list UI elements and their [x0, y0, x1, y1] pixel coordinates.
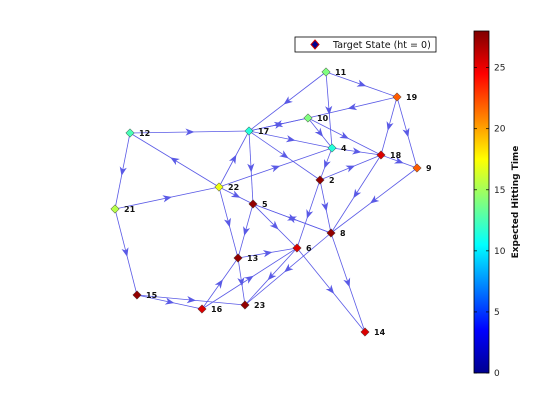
colorbar-tick-label-25: 25 — [494, 64, 505, 74]
node-label-11: 11 — [335, 68, 347, 77]
edge-arrow-22-17 — [228, 154, 237, 165]
node-label-18: 18 — [390, 151, 402, 160]
edge-arrow-6-23 — [267, 271, 277, 281]
colorbar: 0 5 10 15 20 25 Expected Hitting Time — [473, 30, 521, 379]
node-label-19: 19 — [406, 93, 418, 102]
node-13 — [233, 253, 243, 263]
edge-arrow-10-18 — [339, 131, 349, 139]
edge-arrow-22-12 — [170, 157, 180, 166]
node-label-14: 14 — [374, 328, 386, 337]
node-4 — [327, 143, 337, 153]
edge-arrow-12-17 — [185, 128, 195, 136]
edge-arrow-4-18 — [352, 147, 362, 155]
edge-arrow-22-13 — [223, 217, 231, 228]
edge-arrow-5-6 — [269, 220, 279, 230]
colorbar-label: Expected Hitting Time — [511, 146, 521, 259]
edge-arrow-19-18 — [386, 121, 394, 131]
node-label-5: 5 — [262, 200, 268, 209]
node-label-21: 21 — [124, 205, 136, 214]
node-9 — [412, 163, 422, 173]
node-label-12: 12 — [139, 129, 150, 138]
edge-arrow-21-15 — [121, 247, 129, 257]
legend-marker — [310, 39, 320, 50]
edge-arrow-21-22 — [162, 195, 172, 203]
edge-arrow-19-10 — [347, 103, 358, 111]
edge-arrow-16-6 — [244, 275, 254, 284]
node-21 — [110, 204, 120, 214]
node-14 — [360, 327, 370, 337]
edge-arrow-17-4 — [285, 135, 296, 143]
node-label-8: 8 — [340, 229, 346, 238]
node-2 — [315, 175, 325, 185]
legend-box — [294, 36, 437, 53]
edge-arrow-18-8 — [353, 188, 362, 199]
edge-arrow-10-4 — [314, 127, 324, 137]
node-23 — [240, 300, 250, 310]
edge-arrow-10-17 — [273, 120, 284, 128]
edge-arrow-2-8 — [321, 201, 329, 212]
node-17 — [244, 126, 254, 136]
edge-arrow-8-5 — [287, 216, 298, 224]
edge-arrow-11-19 — [356, 79, 367, 87]
edge-arrow-4-2 — [324, 158, 331, 169]
edge-arrow-15-16 — [164, 297, 175, 305]
edge-arrow-8-14 — [343, 277, 351, 288]
node-label-10: 10 — [317, 114, 329, 123]
edge-arrow-9-8 — [370, 195, 380, 204]
edge-arrow-17-2 — [279, 150, 289, 159]
node-11 — [321, 67, 331, 77]
node-5 — [248, 199, 258, 209]
node-label-9: 9 — [426, 164, 432, 173]
nodes-layer — [110, 67, 422, 337]
edge-arrow-2-18 — [345, 165, 356, 173]
edge-arrow-6-14 — [325, 284, 335, 294]
edge-arrow-12-21 — [119, 166, 127, 176]
colorbar-tick-label-5: 5 — [494, 308, 500, 318]
colorbar-tick-label-10: 10 — [494, 247, 506, 257]
node-label-23: 23 — [254, 301, 265, 310]
edge-arrow-22-5 — [230, 190, 241, 198]
node-label-4: 4 — [341, 144, 347, 153]
node-19 — [392, 92, 402, 102]
node-6 — [292, 243, 302, 253]
legend-label: Target State (ht = 0) — [332, 40, 431, 51]
edge-arrow-11-17 — [283, 96, 293, 105]
edges-layer — [114, 71, 418, 333]
colorbar-tick-label-20: 20 — [494, 125, 506, 135]
edge-arrow-13-6 — [262, 250, 273, 258]
edge-arrow-11-4 — [325, 105, 333, 115]
colorbar-bar — [473, 30, 490, 374]
edge-arrow-17-5 — [247, 163, 255, 173]
edge-arrow-15-23 — [186, 296, 196, 304]
edge-arrow-2-6 — [306, 209, 314, 219]
node-10 — [303, 113, 313, 123]
node-8 — [326, 228, 336, 238]
legend: Target State (ht = 0) — [294, 36, 437, 53]
node-label-16: 16 — [211, 305, 223, 314]
node-15 — [132, 290, 142, 300]
edge-arrow-18-9 — [394, 156, 404, 164]
node-label-15: 15 — [146, 291, 158, 300]
node-label-13: 13 — [247, 254, 258, 263]
node-12 — [125, 128, 135, 138]
edge-arrow-5-13 — [243, 226, 251, 236]
edge-arrow-16-13 — [214, 279, 223, 289]
node-18 — [376, 150, 386, 160]
node-label-17: 17 — [258, 127, 269, 136]
colorbar-ticks: 0 5 10 15 20 25 — [474, 64, 506, 379]
edge-arrow-22-4 — [270, 165, 281, 173]
colorbar-tick-label-0: 0 — [494, 369, 500, 379]
edge-arrow-13-23 — [237, 277, 245, 287]
node-label-22: 22 — [228, 183, 239, 192]
node-label-2: 2 — [329, 176, 335, 185]
node-16 — [197, 304, 207, 314]
edge-arrow-19-9 — [402, 127, 410, 138]
node-labels-layer: 2 4 5 6 8 9 10 11 12 13 14 15 16 17 18 19 21 22 23 — [124, 68, 432, 337]
edge-arrow-8-23 — [284, 263, 294, 273]
node-22 — [214, 182, 224, 192]
colorbar-tick-label-15: 15 — [494, 186, 505, 196]
node-label-6: 6 — [306, 244, 312, 253]
